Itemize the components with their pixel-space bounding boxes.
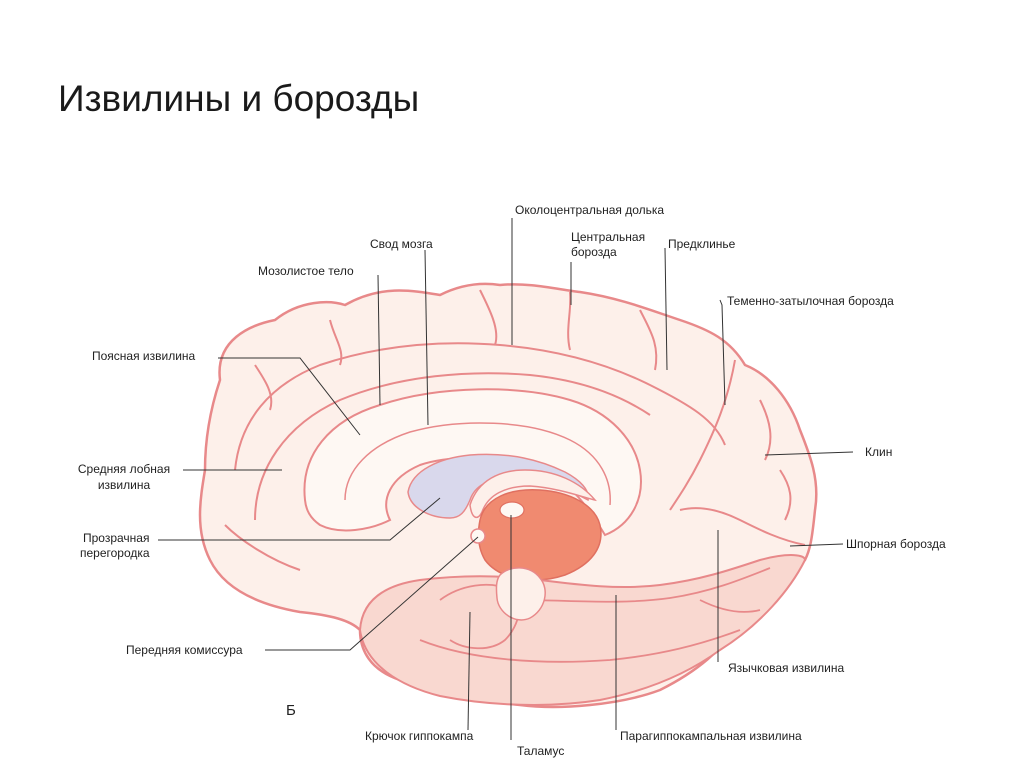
leader-septum — [158, 497, 441, 541]
superior-frontal-gyrus-line — [234, 342, 726, 471]
corpus-callosum-inner — [344, 422, 611, 506]
temporal-lobe — [358, 554, 807, 706]
brainstem-cut — [495, 567, 546, 621]
label-anterior-commissure: Передняя комиссура — [126, 643, 243, 657]
interthalamic-adhesion — [499, 501, 525, 519]
label-precuneus: Предклинье — [668, 237, 736, 251]
leader-calcarine — [789, 543, 844, 547]
leader-cuneus — [764, 451, 854, 456]
label-fornix: Свод мозга — [370, 237, 433, 251]
thalamus-shape — [477, 489, 602, 581]
label-thalamus: Таламус — [517, 744, 565, 758]
label-lingual-gyrus: Язычковая извилина — [728, 661, 845, 675]
label-central-sulcus-2: борозда — [571, 245, 617, 259]
label-calcarine-sulcus: Шпорная борозда — [846, 537, 946, 551]
label-parieto-occipital-sulcus: Теменно-затылочная борозда — [727, 294, 894, 308]
leader-precuneus — [664, 247, 668, 371]
label-central-sulcus-1: Центральная — [571, 230, 646, 244]
frontal-sulcus-1 — [224, 524, 301, 571]
label-corpus-callosum: Мозолистое тело — [258, 264, 354, 278]
label-middle-frontal-gyrus-2: извилина — [97, 478, 151, 492]
marginal-sulcus — [639, 309, 658, 371]
label-middle-frontal-gyrus-1: Средняя лобная — [77, 462, 171, 476]
figure-letter: Б — [286, 702, 296, 719]
leader-corpus-callosum — [377, 274, 381, 406]
collateral-sulcus — [419, 629, 741, 663]
paracentral-sulcus — [479, 289, 498, 346]
leader-uncus — [467, 611, 471, 731]
frontal-sulcus-2 — [254, 364, 273, 411]
label-septum-pellucidum-1: Прозрачная — [83, 531, 150, 545]
leader-parieto-occipital — [719, 299, 726, 406]
lingual-fold — [699, 599, 761, 613]
cuneus-fold-2 — [779, 469, 792, 521]
corpus-callosum-shape — [303, 388, 642, 537]
calcarine-sulcus-line — [679, 507, 806, 546]
label-paracentral-lobule: Околоцентральная долька — [515, 203, 665, 217]
frontal-sulcus-3 — [329, 319, 343, 366]
hippocampal-sulcus — [519, 567, 771, 603]
central-sulcus — [567, 291, 572, 351]
leader-anterior-commissure — [265, 536, 479, 651]
label-parahippocampal-gyrus: Парагиппокампальная извилина — [620, 729, 802, 743]
parieto-occipital-sulcus-line — [669, 359, 736, 511]
leader-cingulate — [218, 357, 361, 436]
slide-title: Извилины и борозды — [58, 78, 420, 119]
leader-fornix — [424, 249, 429, 426]
fornix-shape — [469, 469, 597, 519]
label-cuneus: Клин — [865, 445, 893, 459]
label-septum-pellucidum-2: перегородка — [80, 546, 150, 560]
label-cingulate-gyrus: Поясная извилина — [92, 349, 196, 363]
cingulate-sulcus — [254, 372, 651, 521]
label-uncus: Крючок гиппокампа — [365, 729, 474, 743]
